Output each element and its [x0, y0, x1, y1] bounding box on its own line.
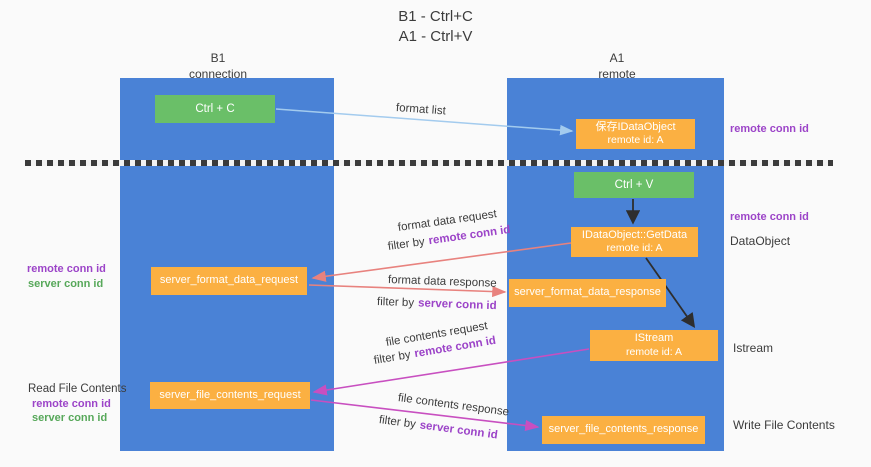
left-remote-conn-id-1: remote conn id	[27, 263, 106, 275]
node-istream: IStream remote id: A	[590, 330, 718, 361]
filter-by-text: filter by	[373, 348, 412, 367]
lane-b1-subtitle: connection	[188, 67, 248, 82]
right-remote-conn-id-1: remote conn id	[730, 123, 809, 135]
flow-label-format-list: format list	[395, 102, 447, 118]
flow-label-file-contents-response: file contents response	[397, 392, 510, 419]
left-remote-conn-id-2: remote conn id	[32, 398, 111, 410]
node-save-idataobject-line1: 保存IDataObject	[595, 120, 676, 133]
diagram-title: B1 - Ctrl+C A1 - Ctrl+V	[0, 7, 871, 48]
node-server-format-data-response-label: server_format_data_response	[514, 286, 661, 299]
node-server-file-contents-request: server_file_contents_request	[150, 382, 310, 409]
lane-a1-subtitle: remote	[598, 67, 636, 82]
node-server-format-data-request-label: server_format_data_request	[159, 274, 299, 287]
node-server-file-contents-request-label: server_file_contents_request	[159, 388, 301, 401]
flow-label-format-data-response: format data response	[387, 274, 497, 290]
right-remote-conn-id-2: remote conn id	[730, 211, 809, 223]
node-server-file-contents-response-label: server_file_contents_response	[548, 423, 699, 436]
lane-a1-title: A1	[609, 51, 625, 65]
node-ctrl-c: Ctrl + C	[155, 95, 275, 123]
server-conn-id-text: server conn id	[418, 419, 499, 442]
server-conn-id-text: server conn id	[417, 297, 497, 313]
node-ctrl-c-label: Ctrl + C	[195, 102, 235, 115]
lane-b1-title: B1	[210, 51, 226, 65]
right-dataobject-label: DataObject	[730, 234, 791, 248]
node-server-format-data-request: server_format_data_request	[151, 267, 307, 295]
node-server-file-contents-response: server_file_contents_response	[542, 416, 705, 444]
node-idataobject-getdata: IDataObject::GetData remote id: A	[571, 227, 698, 257]
node-idataobject-getdata-line2: remote id: A	[606, 242, 663, 255]
dashed-separator-line	[25, 160, 833, 166]
node-istream-line2: remote id: A	[625, 345, 683, 358]
node-idataobject-getdata-line1: IDataObject::GetData	[581, 228, 688, 241]
filter-by-text: filter by	[376, 296, 415, 310]
node-save-idataobject: 保存IDataObject remote id: A	[576, 119, 695, 149]
node-server-format-data-response: server_format_data_response	[509, 279, 666, 307]
node-ctrl-v: Ctrl + V	[574, 172, 694, 198]
filter-by-text: filter by	[387, 235, 426, 253]
left-server-conn-id-2: server conn id	[32, 412, 108, 424]
node-save-idataobject-line2: remote id: A	[607, 134, 664, 147]
node-istream-line1: IStream	[634, 332, 674, 345]
lane-header-b1: B1 connection	[138, 50, 298, 82]
left-read-file-contents: Read File Contents	[28, 383, 127, 395]
title-line-1: B1 - Ctrl+C	[398, 8, 473, 25]
title-line-2: A1 - Ctrl+V	[398, 28, 473, 46]
right-istream-label: Istream	[733, 341, 774, 355]
left-server-conn-id-1: server conn id	[28, 278, 104, 290]
lane-header-a1: A1 remote	[537, 50, 697, 82]
right-write-file-contents: Write File Contents	[733, 418, 835, 432]
filter-by-text: filter by	[378, 414, 417, 431]
node-ctrl-v-label: Ctrl + V	[614, 178, 654, 191]
